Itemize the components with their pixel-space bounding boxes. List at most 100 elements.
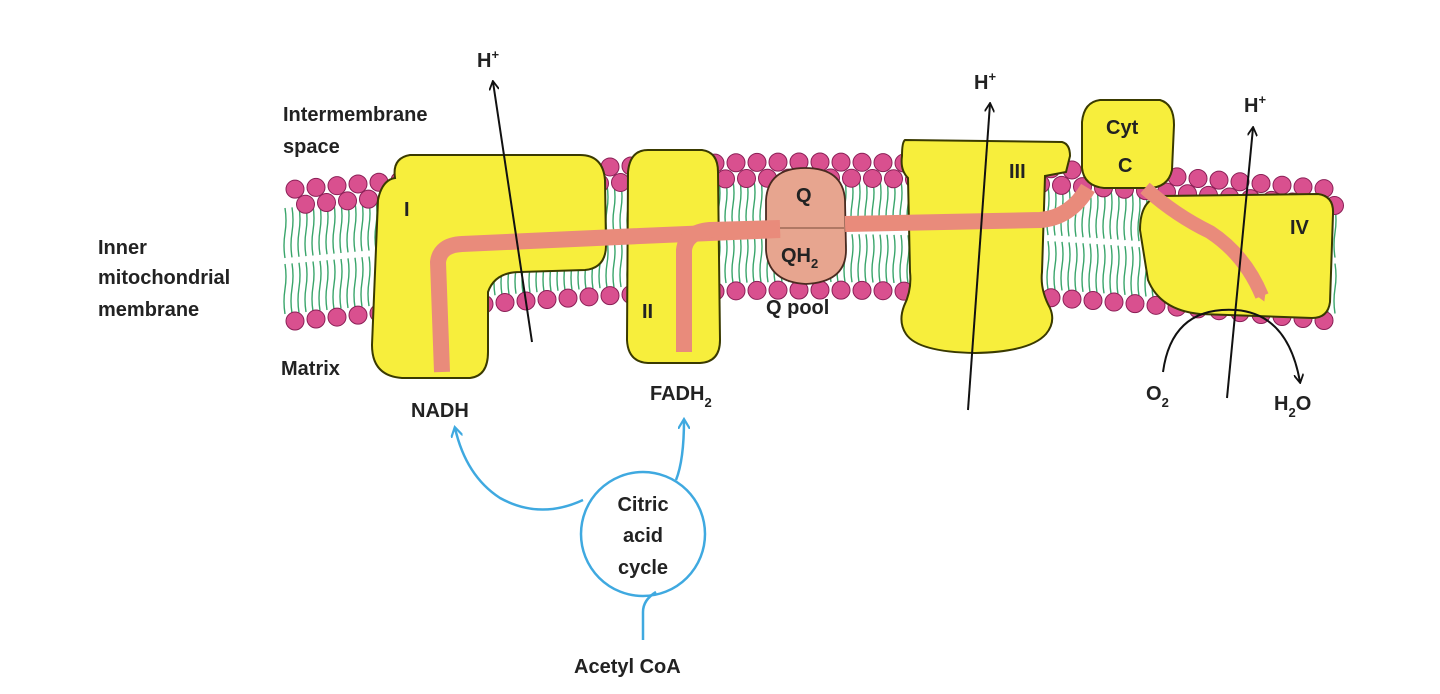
lipid-head xyxy=(558,288,578,308)
proton-label-complex-iii: H+ xyxy=(974,69,996,94)
lipid-head xyxy=(831,152,851,172)
lipid-tail xyxy=(1109,244,1113,294)
matrix-label: Matrix xyxy=(281,358,340,380)
lipid-tail xyxy=(283,207,287,259)
lipid-head xyxy=(359,189,378,209)
intermembrane-space-label-line2: space xyxy=(283,136,340,158)
lipid-head xyxy=(348,174,368,194)
q-label: Q xyxy=(796,185,812,207)
lipid-tail xyxy=(1130,191,1134,241)
lipid-head xyxy=(737,169,756,189)
lipid-tail xyxy=(332,203,336,254)
ubiquinone-pool xyxy=(765,167,847,285)
lipid-head xyxy=(873,153,893,173)
acetyl-coa-label: Acetyl CoA xyxy=(574,656,681,678)
lipid-head xyxy=(285,311,305,331)
lipid-tail xyxy=(752,234,756,283)
lipid-head xyxy=(852,152,872,172)
lipid-head xyxy=(726,153,746,173)
electron-path-to-cyt-c xyxy=(844,183,1095,232)
inner-membrane-label-line1: Inner xyxy=(98,237,147,259)
acetyl-coa-input-line xyxy=(641,590,657,640)
lipid-tail xyxy=(1046,240,1050,290)
lipid-tail xyxy=(1109,190,1113,240)
lipid-head xyxy=(611,172,630,192)
lipid-head xyxy=(317,193,336,213)
lipid-tail xyxy=(850,234,854,283)
lipid-tail xyxy=(290,263,294,314)
lipid-tail xyxy=(1095,189,1099,239)
intermembrane-space-label-line1: Intermembrane xyxy=(283,104,428,126)
lipid-head xyxy=(306,309,326,329)
lipid-tail xyxy=(283,263,287,315)
lipid-head xyxy=(873,281,893,301)
lipid-tail xyxy=(297,262,301,313)
lipid-tail xyxy=(1333,207,1337,258)
lipid-head xyxy=(579,287,599,307)
lipid-head xyxy=(1251,173,1271,193)
lipid-head xyxy=(348,305,368,325)
lipid-tail xyxy=(1095,244,1099,293)
lipid-tail xyxy=(311,205,315,256)
lipid-head xyxy=(726,281,746,301)
lipid-tail xyxy=(311,261,315,312)
proton-arrow-complex-iii xyxy=(967,104,990,411)
lipid-tail xyxy=(731,234,735,284)
complex-ii xyxy=(625,149,722,364)
lipid-head xyxy=(285,179,305,199)
lipid-head xyxy=(831,280,851,300)
lipid-tail xyxy=(304,262,308,313)
lipid-tail xyxy=(864,234,868,283)
lipid-tail xyxy=(1053,241,1057,291)
nadh-label: NADH xyxy=(411,400,469,422)
q-pool-label: Q pool xyxy=(766,297,829,319)
lipid-tail xyxy=(892,234,896,284)
lipid-head xyxy=(716,169,735,189)
lipid-tail xyxy=(339,203,343,254)
proton-arrow-complex-iv xyxy=(1226,128,1253,399)
inner-membrane-label-line2: mitochondrial xyxy=(98,267,230,289)
citric-acid-cycle-label-line3: cycle xyxy=(618,557,668,579)
lipid-tail xyxy=(318,204,322,255)
complex-iii xyxy=(900,138,1072,355)
qh2-label: QH2 xyxy=(781,245,818,271)
lipid-tail xyxy=(1116,190,1120,240)
lipid-tail xyxy=(1123,245,1127,295)
o2-label: O2 xyxy=(1146,383,1169,410)
oxygen-reduction-arrow xyxy=(1162,308,1300,382)
complex-iv-label: IV xyxy=(1290,217,1310,239)
citric-acid-cycle-label-line1: Citric xyxy=(617,494,668,516)
lipid-tail xyxy=(1137,192,1141,242)
lipid-tail xyxy=(724,234,728,284)
lipid-head xyxy=(1146,295,1166,315)
electron-path-to-complex-iv xyxy=(1140,182,1269,302)
lipid-tail xyxy=(360,257,364,307)
fadh2-label: FADH2 xyxy=(650,383,712,410)
lipid-tail xyxy=(612,238,616,288)
cyt-c-label-line1: Cyt xyxy=(1106,117,1139,139)
lipid-tail xyxy=(1088,243,1092,293)
lipid-tail xyxy=(857,234,861,283)
lipid-tail xyxy=(1102,244,1106,294)
inner-membrane-label-line3: membrane xyxy=(98,299,199,321)
lipid-tail xyxy=(1116,245,1120,295)
lipid-tail xyxy=(759,234,763,283)
complex-iii-label: III xyxy=(1009,161,1026,183)
lipid-head xyxy=(852,280,872,300)
electron-path-complex-ii xyxy=(676,220,781,352)
lipid-tail xyxy=(325,260,329,311)
lipid-tail xyxy=(899,234,903,284)
lipid-tail xyxy=(332,259,336,310)
lipid-tail xyxy=(290,207,294,258)
lipid-tail xyxy=(346,258,350,309)
proton-label-complex-iv: H+ xyxy=(1244,92,1266,117)
lipid-tail xyxy=(1067,242,1071,292)
complex-i xyxy=(370,154,608,379)
lipid-head xyxy=(537,289,557,309)
cycle-arrow-to-nadh xyxy=(455,428,584,511)
lipid-head xyxy=(306,177,326,197)
lipid-head xyxy=(1188,169,1208,189)
lipid-tail xyxy=(878,234,882,283)
lipid-head xyxy=(747,280,767,300)
lipid-head xyxy=(327,176,347,196)
